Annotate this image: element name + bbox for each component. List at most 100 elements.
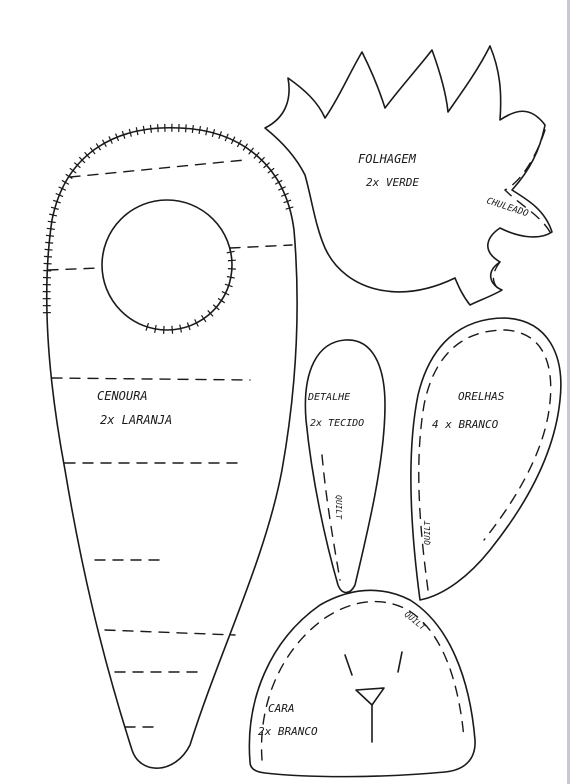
stitch-mark bbox=[226, 250, 235, 254]
carrot-qty-label: 2x LARANJA bbox=[100, 413, 172, 427]
nose-mark bbox=[355, 687, 385, 706]
carrot-piece: CENOURA 2x LARANJA bbox=[42, 123, 298, 769]
carrot-outline bbox=[45, 126, 298, 769]
page-edge-shadow bbox=[567, 0, 570, 784]
stitch-mark bbox=[135, 127, 139, 136]
stitch-mark bbox=[47, 220, 56, 224]
face-note-label: QUILT bbox=[403, 610, 428, 633]
stitch-mark bbox=[230, 136, 236, 145]
detail-quilt-line bbox=[321, 454, 341, 581]
face-outline bbox=[248, 589, 476, 778]
ears-outline bbox=[409, 317, 562, 601]
stitch-mark bbox=[46, 227, 55, 230]
stitch-mark bbox=[78, 156, 86, 164]
stitch-mark bbox=[61, 179, 70, 185]
stitch-mark bbox=[271, 173, 279, 180]
carrot-face-opening bbox=[101, 199, 233, 331]
stitch-mark bbox=[242, 143, 249, 151]
stitch-mark bbox=[45, 241, 54, 244]
stitch-mark bbox=[128, 128, 132, 137]
face-quilt-line bbox=[260, 600, 465, 761]
face-qty-label: 2x BRANCO bbox=[258, 725, 318, 738]
stitch-mark bbox=[205, 127, 209, 136]
stitch-mark bbox=[207, 310, 214, 317]
stitch-mark bbox=[43, 255, 53, 258]
stitch-mark bbox=[145, 322, 150, 331]
stitch-mark bbox=[283, 199, 292, 204]
ears-quilt-line bbox=[418, 329, 552, 591]
leaves-outline bbox=[264, 45, 553, 306]
stitch-mark bbox=[191, 124, 194, 134]
carrot-stitch-marks bbox=[42, 123, 294, 314]
detail-name-label: DETALHE bbox=[307, 392, 350, 403]
detail-outline bbox=[304, 339, 386, 594]
stitch-mark bbox=[218, 131, 222, 140]
stitch-mark bbox=[84, 151, 91, 159]
stitch-mark bbox=[221, 290, 230, 296]
stitch-mark bbox=[236, 139, 242, 148]
stitch-mark bbox=[179, 324, 183, 333]
detail-note-label: QUILT bbox=[334, 495, 343, 520]
stitch-mark bbox=[55, 192, 64, 198]
stitch-mark bbox=[45, 234, 54, 237]
stitch-mark bbox=[198, 125, 202, 135]
face-piece: CARA 2x BRANCO QUILT bbox=[248, 589, 476, 778]
stitch-mark bbox=[65, 173, 73, 180]
stitch-mark bbox=[267, 167, 275, 174]
stitch-mark bbox=[194, 319, 199, 327]
stitch-mark bbox=[171, 325, 174, 334]
stitch-mark bbox=[95, 143, 102, 151]
leaves-note-label: CHULEADO bbox=[485, 196, 530, 219]
face-name-label: CARA bbox=[268, 702, 295, 715]
stitch-mark bbox=[278, 186, 286, 191]
carrot-name-label: CENOURA bbox=[97, 389, 148, 403]
stitch-mark bbox=[285, 206, 294, 210]
stitch-mark bbox=[121, 130, 126, 139]
stitch-mark bbox=[226, 275, 235, 279]
stitch-mark bbox=[149, 124, 152, 133]
leaves-qty-label: 2x VERDE bbox=[366, 176, 419, 189]
stitch-mark bbox=[211, 128, 216, 138]
ears-name-label: ORELHAS bbox=[458, 390, 505, 403]
stitch-mark bbox=[280, 192, 289, 197]
detail-piece: DETALHE 2x TECIDO QUILT bbox=[304, 339, 386, 594]
right-eye-mark bbox=[397, 651, 403, 673]
stitch-mark bbox=[200, 314, 207, 323]
stitch-mark bbox=[224, 133, 229, 142]
leaves-piece: FOLHAGEM 2x VERDE CHULEADO bbox=[264, 45, 553, 306]
ears-note-label: QUILT bbox=[423, 520, 432, 545]
stitch-mark bbox=[253, 152, 260, 159]
stitch-mark bbox=[142, 125, 146, 134]
stitch-mark bbox=[89, 147, 96, 155]
stitch-mark bbox=[227, 259, 236, 262]
stitch-mark bbox=[263, 162, 270, 169]
stitch-mark bbox=[108, 136, 113, 144]
stitch-mark bbox=[58, 186, 67, 191]
stitch-mark bbox=[115, 133, 120, 142]
stitch-mark bbox=[258, 156, 265, 164]
stitch-mark bbox=[217, 297, 226, 304]
ears-piece: ORELHAS 4 x BRANCO QUILT bbox=[409, 317, 562, 601]
stitch-mark bbox=[186, 322, 191, 331]
circle-stitch-marks bbox=[145, 250, 236, 334]
stitch-mark bbox=[157, 124, 159, 133]
stitch-mark bbox=[73, 162, 81, 169]
stitch-mark bbox=[154, 324, 157, 334]
stitch-mark bbox=[212, 304, 220, 311]
stitch-mark bbox=[274, 179, 283, 185]
ears-qty-label: 4 x BRANCO bbox=[432, 418, 499, 431]
stitch-mark bbox=[248, 147, 254, 155]
stitch-mark bbox=[50, 206, 59, 210]
left-eye-mark bbox=[344, 654, 353, 676]
stitch-mark bbox=[52, 199, 61, 204]
leaves-chuleado-line bbox=[492, 129, 551, 293]
leaves-name-label: FOLHAGEM bbox=[358, 152, 417, 166]
stitch-mark bbox=[44, 248, 53, 251]
stitch-mark bbox=[69, 167, 77, 174]
stitch-mark bbox=[101, 139, 107, 148]
stitch-mark bbox=[224, 283, 233, 288]
stitch-mark bbox=[184, 124, 187, 133]
detail-qty-label: 2x TECIDO bbox=[310, 418, 364, 429]
